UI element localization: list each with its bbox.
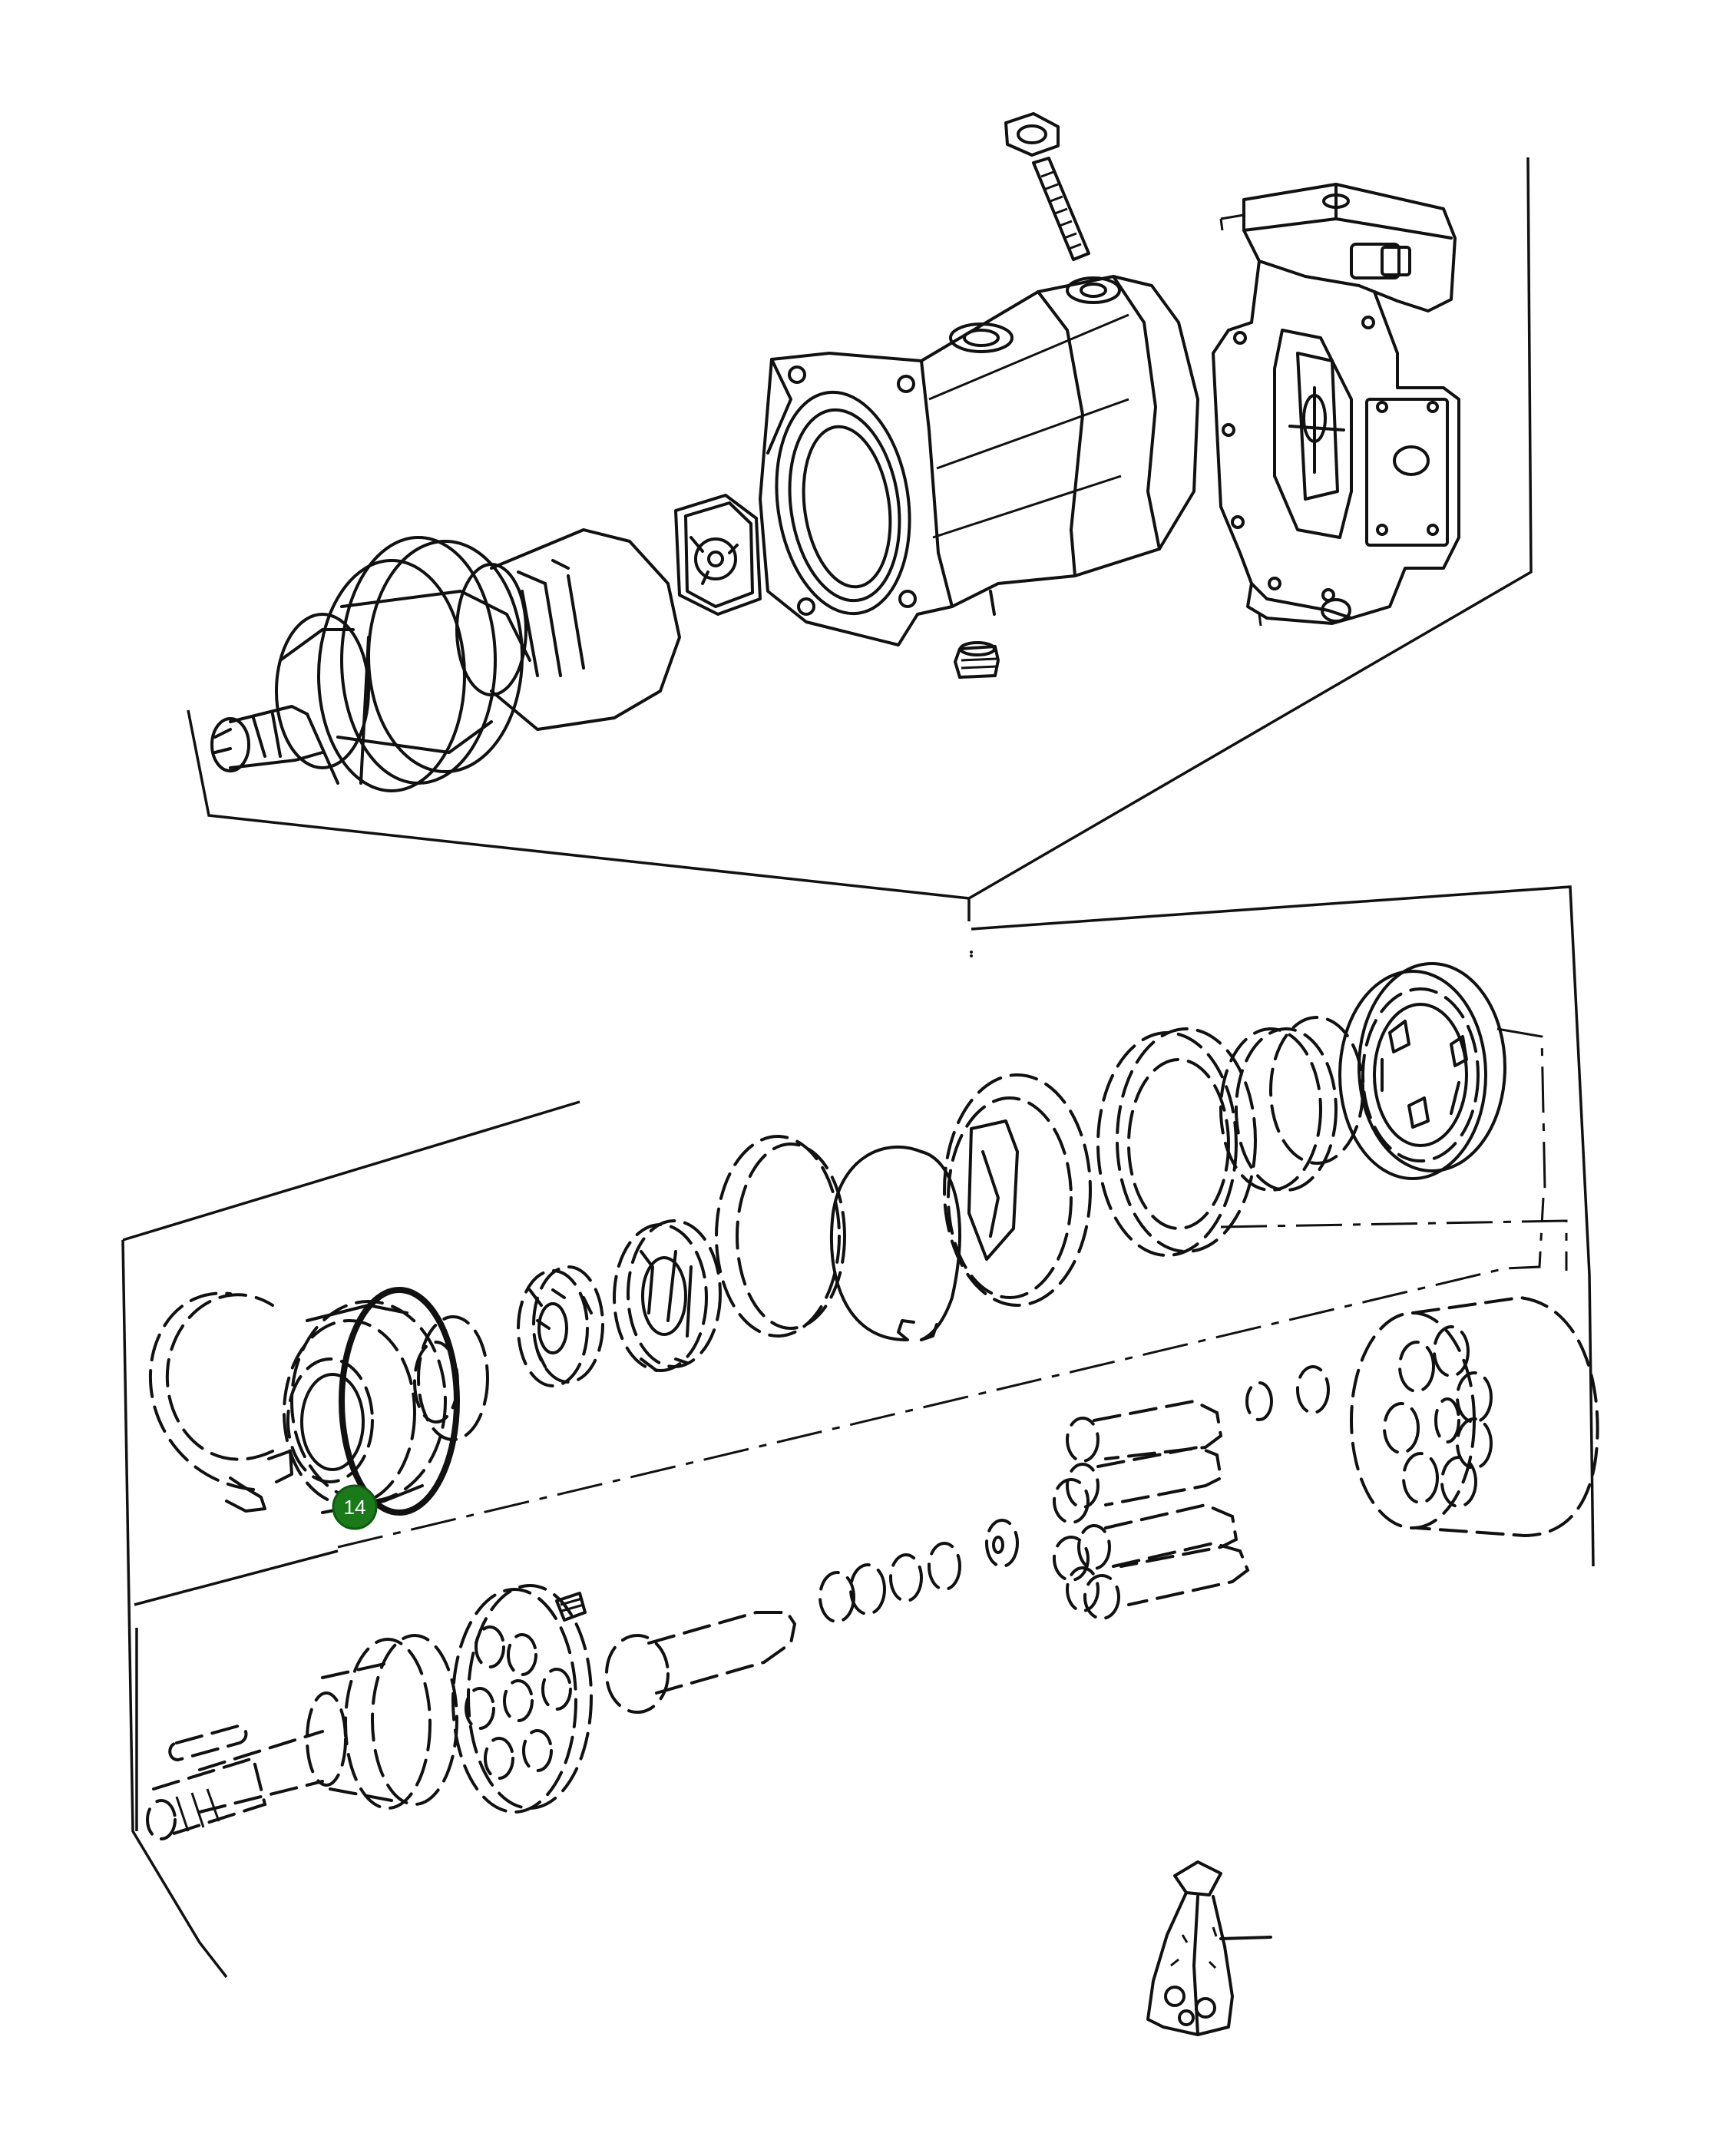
callout-14-label[interactable]: 14	[344, 1496, 366, 1519]
pump-housing	[759, 275, 1199, 646]
retaining-ring-large	[148, 1291, 293, 1513]
small-ring-a	[1245, 1381, 1273, 1421]
control-valve-block	[1212, 183, 1460, 627]
piston-upper-a	[1066, 1399, 1223, 1463]
bearing-race	[943, 1073, 1092, 1307]
callout-14[interactable]: 14	[332, 1484, 378, 1530]
lower-assembly-frame	[121, 885, 1595, 1979]
thrust-ring-a	[1219, 1027, 1338, 1192]
retainer-plate	[451, 1584, 593, 1814]
shaft-seal-ring	[413, 1315, 489, 1441]
spring-washer-b	[818, 1542, 961, 1623]
drive-shaft	[146, 1634, 458, 1840]
tapered-roller-bearing	[1338, 962, 1506, 1180]
drain-plug	[954, 641, 1000, 679]
threaded-stud	[1032, 157, 1090, 261]
rotary-group	[210, 528, 681, 792]
artifact-dot	[970, 951, 973, 954]
spring-washer-a	[985, 1519, 1019, 1568]
artifact-dot	[970, 954, 973, 957]
roller-cage	[1096, 1027, 1257, 1257]
shaft-key	[168, 1724, 248, 1762]
thrust-ring-b	[1269, 1016, 1364, 1165]
small-ring-b	[1296, 1365, 1330, 1414]
o-ring	[339, 1287, 460, 1516]
center-pin	[605, 1611, 797, 1714]
bearing-cage	[517, 1265, 604, 1387]
valve-plate	[674, 494, 762, 616]
piston-shoes	[1053, 1478, 1120, 1620]
callout-14-badge[interactable]	[332, 1484, 378, 1530]
roller-bearing	[613, 1219, 722, 1372]
piston-lower-b	[1066, 1541, 1250, 1612]
seal-kit-bag	[1146, 1860, 1272, 2036]
spacer-disc	[715, 1135, 846, 1338]
adjusting-nut	[1004, 112, 1060, 157]
piston-lower-a	[1077, 1503, 1238, 1570]
snap-ring	[829, 1145, 961, 1341]
upper-assembly-frame	[187, 157, 1533, 921]
piston-upper-b	[1066, 1445, 1223, 1509]
cylinder-block	[1350, 1295, 1599, 1538]
